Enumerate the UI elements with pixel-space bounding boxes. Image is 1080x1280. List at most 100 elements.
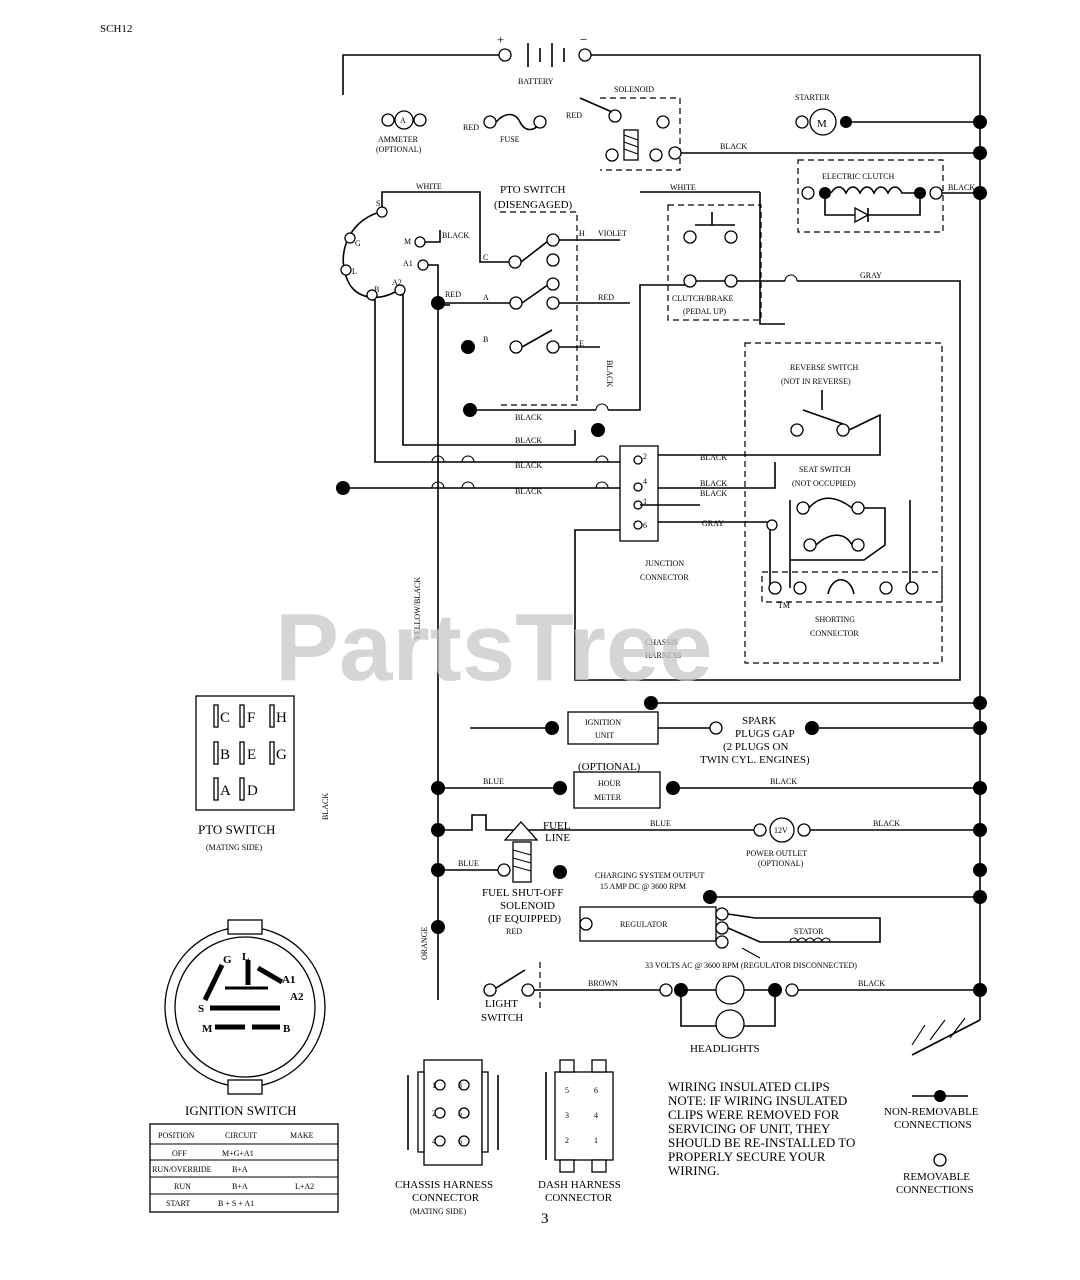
yellow-black-wire-label: YELLOW/BLACK — [413, 577, 422, 640]
blue-wire-label-1: BLUE — [483, 777, 504, 786]
reverse-switch-label: REVERSE SWITCH — [790, 363, 858, 372]
white-wire-label: WHITE — [416, 182, 442, 191]
spark-label4: TWIN CYL. ENGINES) — [700, 754, 810, 766]
fuel-solenoid-label2: SOLENOID — [500, 900, 555, 912]
solenoid-red-label: RED — [566, 111, 582, 120]
ignition-unit-label: IGNITION — [585, 718, 621, 727]
fuel-solenoid-label: FUEL SHUT-OFF — [482, 887, 563, 899]
power-outlet-sub: (OPTIONAL) — [758, 859, 804, 868]
hour-meter-optional: (OPTIONAL) — [578, 761, 641, 773]
junction-pin-6: 6 — [643, 521, 647, 530]
table-r3-c0: START — [166, 1199, 190, 1208]
ign-switch-g: G — [223, 954, 232, 966]
junction-connector: 2 4 1 6 JUNCTION CONNECTOR CHASSIS HARNE… — [619, 445, 700, 660]
note-line-1: WIRING INSULATED CLIPS — [668, 1079, 830, 1094]
black-wire-label-13: BLACK — [321, 793, 330, 820]
dash-conn-label2: CONNECTOR — [545, 1192, 613, 1204]
note-line-3: CLIPS WERE REMOVED FOR — [668, 1107, 840, 1122]
clutch-brake-sub: (PEDAL UP) — [683, 307, 726, 316]
chassis-harness-connector: 1 3 2 5 4 6 CHASSIS HARNESS CONNECTOR (M… — [395, 1059, 499, 1216]
blue-wire-label-3: BLUE — [458, 859, 479, 868]
seat-switch-sub: (NOT OCCUPIED) — [792, 479, 856, 488]
chassis-conn-label: CHASSIS HARNESS — [395, 1179, 493, 1191]
solenoid-label: SOLENOID — [614, 85, 654, 94]
regulator-label: REGULATOR — [620, 920, 668, 929]
dash-pin-4: 4 — [594, 1111, 598, 1120]
power-outlet-label: POWER OUTLET — [746, 849, 807, 858]
pto-pin-g: G — [276, 747, 287, 763]
note-line-4: SERVICING OF UNIT, THEY — [668, 1121, 831, 1136]
black-wire-label-12: BLACK — [858, 979, 885, 988]
ign-pin-l: L — [352, 267, 357, 276]
junction-label: JUNCTION — [645, 559, 684, 568]
table-header-position: POSITION — [158, 1131, 195, 1140]
battery-label: BATTERY — [518, 77, 554, 86]
ammeter-symbol: A — [400, 116, 406, 125]
pto-switch: PTO SWITCH (DISENGAGED) C H VIOLET RED A… — [431, 184, 641, 437]
pto-contact-e: E — [579, 339, 584, 348]
headlights-label: HEADLIGHTS — [690, 1043, 760, 1055]
junction-pin-4: 4 — [643, 477, 647, 486]
clutch-black-label: BLACK — [948, 183, 975, 192]
pto-pin-f: F — [247, 710, 255, 726]
table-r3-c1: B + S + A1 — [218, 1199, 254, 1208]
pto-contact-c: C — [483, 253, 488, 262]
fuse: RED FUSE — [463, 113, 547, 144]
ignition-unit-label2: UNIT — [595, 731, 614, 740]
chassis-conn-label2: CONNECTOR — [412, 1192, 480, 1204]
red-wire-label-3: RED — [506, 927, 522, 936]
pto-mating-sub: (MATING SIDE) — [206, 843, 263, 852]
dash-pin-2: 2 — [565, 1136, 569, 1145]
pto-switch-label: PTO SWITCH — [500, 184, 566, 196]
shorting-connector: SHORTING CONNECTOR — [761, 571, 943, 638]
black-wire-label-6: BLACK — [605, 360, 614, 387]
dash-harness-connector: 5 6 3 4 2 1 DASH HARNESS CONNECTOR — [538, 1059, 621, 1204]
ignition-switch-table: POSITION CIRCUIT MAKE OFF M+G+A1 RUN/OVE… — [149, 1123, 339, 1213]
dash-pin-1: 1 — [594, 1136, 598, 1145]
table-header-circuit: CIRCUIT — [225, 1131, 257, 1140]
black-wire-label-1: BLACK — [442, 231, 469, 240]
red-wire-label-2: RED — [598, 293, 614, 302]
ign-pin-s: S — [376, 199, 380, 208]
chassis-conn-label3: (MATING SIDE) — [410, 1207, 467, 1216]
ign-switch-m: M — [202, 1023, 213, 1035]
ammeter: A AMMETER (OPTIONAL) — [376, 110, 427, 154]
table-r1-c0: RUN/OVERRIDE — [152, 1165, 212, 1174]
brown-wire-label: BROWN — [588, 979, 618, 988]
black-wire-label-10: BLACK — [770, 777, 797, 786]
battery-minus: − — [580, 32, 587, 47]
note-line-6: PROPERLY SECURE YOUR — [668, 1149, 826, 1164]
spark-label3: (2 PLUGS ON — [723, 741, 788, 753]
table-r2-c1: B+A — [232, 1182, 248, 1191]
table-r2-c2: L+A2 — [295, 1182, 314, 1191]
ign-switch-s: S — [198, 1003, 204, 1015]
charging-line1: CHARGING SYSTEM OUTPUT — [595, 871, 704, 880]
ign-switch-l: L — [242, 951, 249, 963]
violet-wire-label: VIOLET — [598, 229, 627, 238]
hour-meter-label: HOUR — [598, 779, 621, 788]
chassis-pin-4: 4 — [432, 1137, 436, 1146]
white-wire-label-2: WHITE — [670, 183, 696, 192]
black-wire-label-3: BLACK — [515, 461, 542, 470]
pto-mating-label: PTO SWITCH — [198, 822, 275, 837]
black-wire-label-8: BLACK — [700, 489, 727, 498]
light-switch-label2: SWITCH — [481, 1012, 523, 1024]
harness-crossings: BLACK BLACK BLACK — [336, 436, 640, 496]
stator-note: 33 VOLTS AC @ 3600 RPM (REGULATOR DISCON… — [645, 961, 857, 970]
chassis-pin-3: 3 — [458, 1081, 462, 1090]
watermark-tm: TM — [778, 601, 790, 610]
starter: STARTER M — [795, 93, 980, 136]
hour-meter-label2: METER — [594, 793, 622, 802]
stator-label: STATOR — [794, 927, 824, 936]
reverse-switch-sub: (NOT IN REVERSE) — [781, 377, 851, 386]
note-line-7: WIRING. — [668, 1163, 720, 1178]
ignition-switch-connector: S M A1 A2 G L B WHITE BLACK — [340, 182, 640, 1000]
blue-wire-label-2: BLUE — [650, 819, 671, 828]
electric-clutch: ELECTRIC CLUTCH BLACK — [797, 159, 980, 233]
junction-pin-2: 2 — [643, 452, 647, 461]
fuse-red-label: RED — [463, 123, 479, 132]
dash-pin-5: 5 — [565, 1086, 569, 1095]
black-wire-label-4: BLACK — [515, 487, 542, 496]
solenoid: SOLENOID RED BLACK — [566, 85, 980, 171]
